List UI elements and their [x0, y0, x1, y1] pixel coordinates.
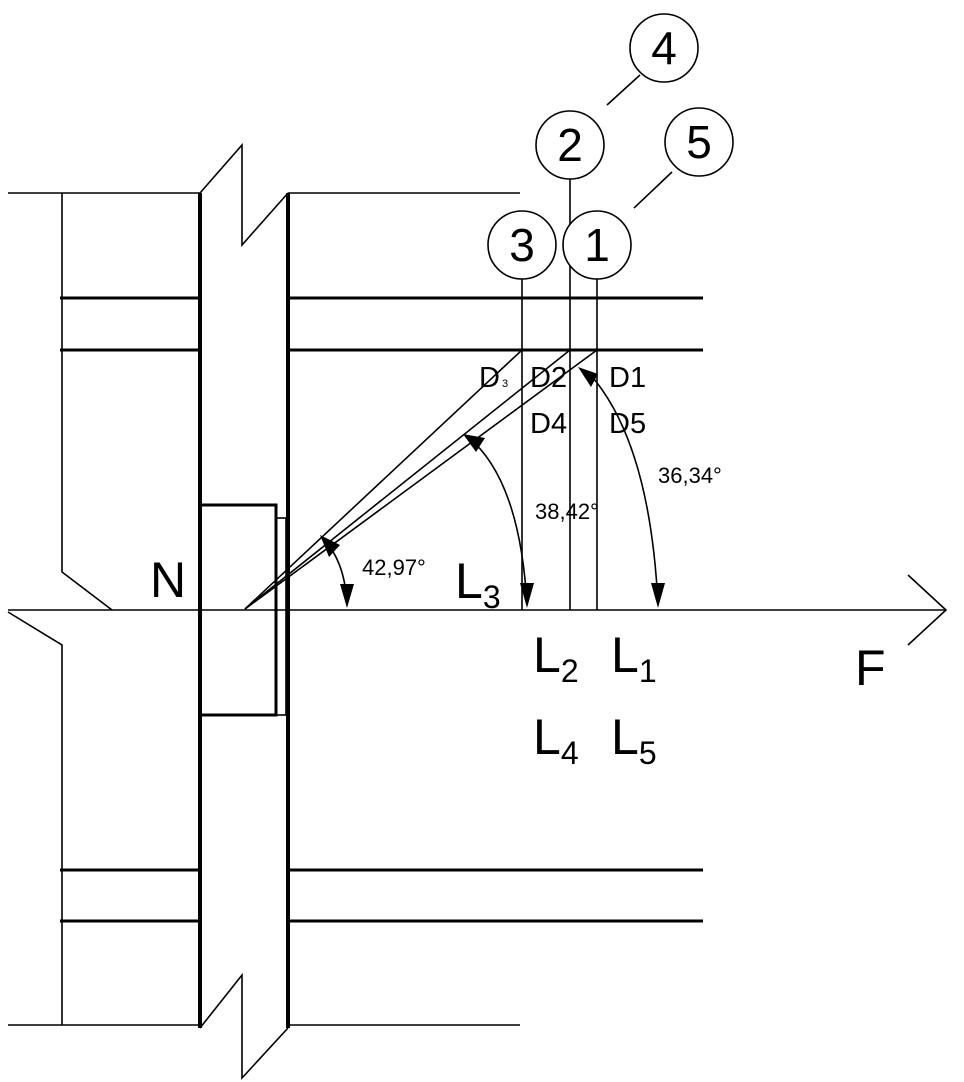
callout-1-label: 1 — [584, 219, 610, 271]
callout-4-label: 4 — [651, 22, 677, 74]
left-outline — [7, 192, 520, 1026]
callout-labels: 4 2 5 3 1 — [509, 22, 712, 271]
label-l1: L1 — [611, 627, 657, 689]
callout-1-circle — [562, 210, 632, 280]
leader-lines — [606, 74, 673, 209]
label-l5: L5 — [611, 709, 657, 771]
label-d2: D2 — [530, 362, 567, 394]
label-l2: L2 — [533, 627, 579, 689]
angle-dimensions — [320, 367, 665, 608]
origin-label-n: N — [150, 552, 186, 608]
callout-3-circle — [487, 210, 557, 280]
callout-2-circle — [535, 110, 605, 180]
main-axis — [8, 574, 948, 646]
label-d1: D1 — [609, 362, 646, 394]
diagonal-members — [244, 349, 598, 610]
axis-label-f: F — [855, 640, 886, 696]
angle-label-42-97: 42,97° — [362, 555, 426, 580]
label-l3: L3 — [455, 553, 501, 615]
callout-5-label: 5 — [686, 116, 712, 168]
label-l4: L4 — [533, 709, 579, 771]
label-d4: D4 — [530, 408, 567, 440]
callout-2-label: 2 — [557, 119, 583, 171]
angle-label-36-34: 36,34° — [658, 463, 722, 488]
callout-5-circle — [664, 107, 734, 177]
callout-circles — [487, 13, 734, 280]
label-d5: D5 — [609, 408, 646, 440]
callout-3-label: 3 — [509, 219, 535, 271]
angle-label-38-42: 38,42° — [535, 499, 599, 524]
callout-4-circle — [629, 13, 699, 83]
horizontal-members — [60, 296, 703, 923]
